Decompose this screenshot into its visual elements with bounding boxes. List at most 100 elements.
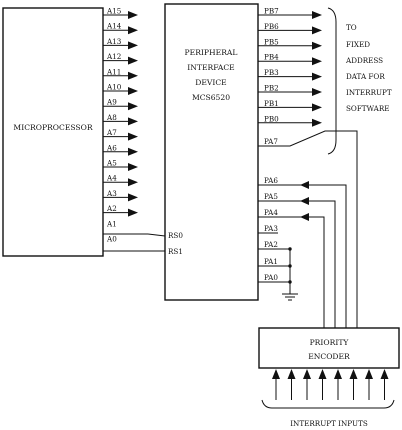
pb2-label: PB2 [264, 84, 279, 93]
pb5-label: PB5 [264, 37, 279, 46]
pb0-arrow-icon [312, 118, 322, 127]
pa4-label: PA4 [264, 208, 278, 217]
pa5-from-encoder-wire [258, 200, 336, 328]
a15-label: A15 [106, 7, 122, 16]
pb7-arrow-icon [312, 11, 322, 19]
a6-arrow-icon [128, 147, 138, 156]
a1-label: A1 [106, 219, 117, 228]
pa4-from-encoder-wire [258, 216, 325, 328]
pa6-from-encoder-wire [258, 184, 347, 328]
note-line-2: FIXED [346, 40, 370, 49]
pa5-label: PA5 [264, 192, 278, 201]
a0-label: A0 [106, 235, 117, 244]
a9-arrow-icon [128, 102, 138, 111]
priority-encoder-block [258, 327, 400, 369]
pb4-arrow-icon [312, 57, 322, 66]
interrupt-input-arrow-icon [334, 369, 342, 379]
a9-label: A9 [106, 98, 117, 107]
a8-label: A8 [106, 113, 117, 122]
note-line-3: ADDRESS [345, 56, 383, 65]
a6-label: A6 [106, 143, 117, 152]
a11-label: A11 [106, 67, 121, 76]
a7-arrow-icon [128, 132, 138, 141]
interrupt-input-arrow-icon [287, 369, 296, 379]
interrupt-input-arrow-icon [318, 369, 327, 379]
pb3-arrow-icon [312, 72, 322, 81]
a12-arrow-icon [128, 56, 138, 65]
pia-label-line-2: INTERFACE [187, 63, 234, 72]
pia-label-line-3: DEVICE [195, 78, 226, 87]
pa3-label: PA3 [264, 224, 278, 233]
a14-label: A14 [106, 22, 122, 31]
a4-arrow-icon [128, 178, 138, 187]
pb1-arrow-icon [312, 103, 322, 112]
interrupt-input-arrow-icon [380, 369, 389, 379]
pb3-label: PB3 [264, 68, 279, 77]
microprocessor-label: MICROPROCESSOR [13, 123, 92, 132]
rs0-wire-to-pia [147, 233, 166, 237]
a5-label: A5 [106, 159, 117, 168]
interrupt-input-arrow-icon [349, 369, 358, 379]
note-line-5: INTERRUPT [346, 88, 392, 97]
pa2-label: PA2 [264, 240, 278, 249]
a2-label: A2 [106, 204, 117, 213]
a12-label: A12 [106, 52, 121, 61]
a4-label: A4 [106, 174, 117, 183]
pa4-arrow [300, 213, 309, 221]
a3-label: A3 [106, 189, 117, 198]
pia-label-line-4: MCS6520 [192, 93, 230, 102]
port-b-bracket [327, 7, 337, 155]
pa7-to-encoder-wire [258, 130, 358, 328]
pa7-label: PA7 [264, 137, 278, 146]
pb1-label: PB1 [264, 99, 279, 108]
note-line-4: DATA FOR [346, 72, 385, 81]
pb7-label: PB7 [264, 7, 279, 16]
interrupt-input-arrow-icon [303, 369, 311, 379]
pb5-arrow-icon [312, 41, 322, 50]
pb2-arrow-icon [312, 88, 322, 96]
fixed-address-note: TO FIXED ADDRESS DATA FOR INTERRUPT SOFT… [345, 23, 392, 113]
pa2-junction [288, 247, 292, 251]
pa0-label: PA0 [264, 273, 278, 282]
rs0-label: RS0 [168, 231, 183, 240]
pa0-junction [288, 280, 292, 284]
pia-label-line-1: PERIPHERAL [185, 48, 238, 57]
a7-label: A7 [106, 128, 117, 137]
note-line-6: SOFTWARE [346, 104, 389, 113]
pb0-label: PB0 [264, 114, 279, 123]
interrupt-input-arrow-icon [272, 369, 280, 379]
a2-arrow-icon [128, 208, 138, 217]
interrupt-input-arrow-icon [365, 369, 373, 379]
pa6-arrow [300, 181, 309, 189]
pia-block [164, 3, 259, 301]
interrupt-inputs-brace [261, 399, 395, 409]
pa5-arrow [300, 197, 309, 205]
pa1-label: PA1 [264, 257, 278, 266]
microprocessor-block [2, 7, 104, 257]
a13-arrow-icon [128, 41, 138, 50]
a8-arrow-icon [128, 117, 138, 126]
encoder-label-line-2: ENCODER [308, 352, 350, 361]
pb6-label: PB6 [264, 22, 279, 31]
a5-arrow-icon [128, 163, 138, 171]
encoder-label-line-1: PRIORITY [310, 338, 350, 347]
pa1-junction [288, 264, 292, 268]
a11-arrow-icon [128, 71, 138, 80]
a13-label: A13 [106, 37, 122, 46]
interrupt-inputs-label: INTERRUPT INPUTS [290, 419, 368, 428]
note-line-1: TO [346, 23, 357, 32]
a14-arrow-icon [128, 26, 138, 35]
rs1-label: RS1 [168, 247, 183, 256]
a10-arrow-icon [128, 87, 138, 95]
pa6-label: PA6 [264, 176, 278, 185]
pb4-label: PB4 [264, 53, 279, 62]
pb6-arrow-icon [312, 26, 322, 35]
a3-arrow-icon [128, 193, 138, 202]
a10-label: A10 [106, 83, 122, 92]
interrupt-input-lines [272, 369, 389, 400]
a15-arrow-icon [128, 11, 138, 19]
